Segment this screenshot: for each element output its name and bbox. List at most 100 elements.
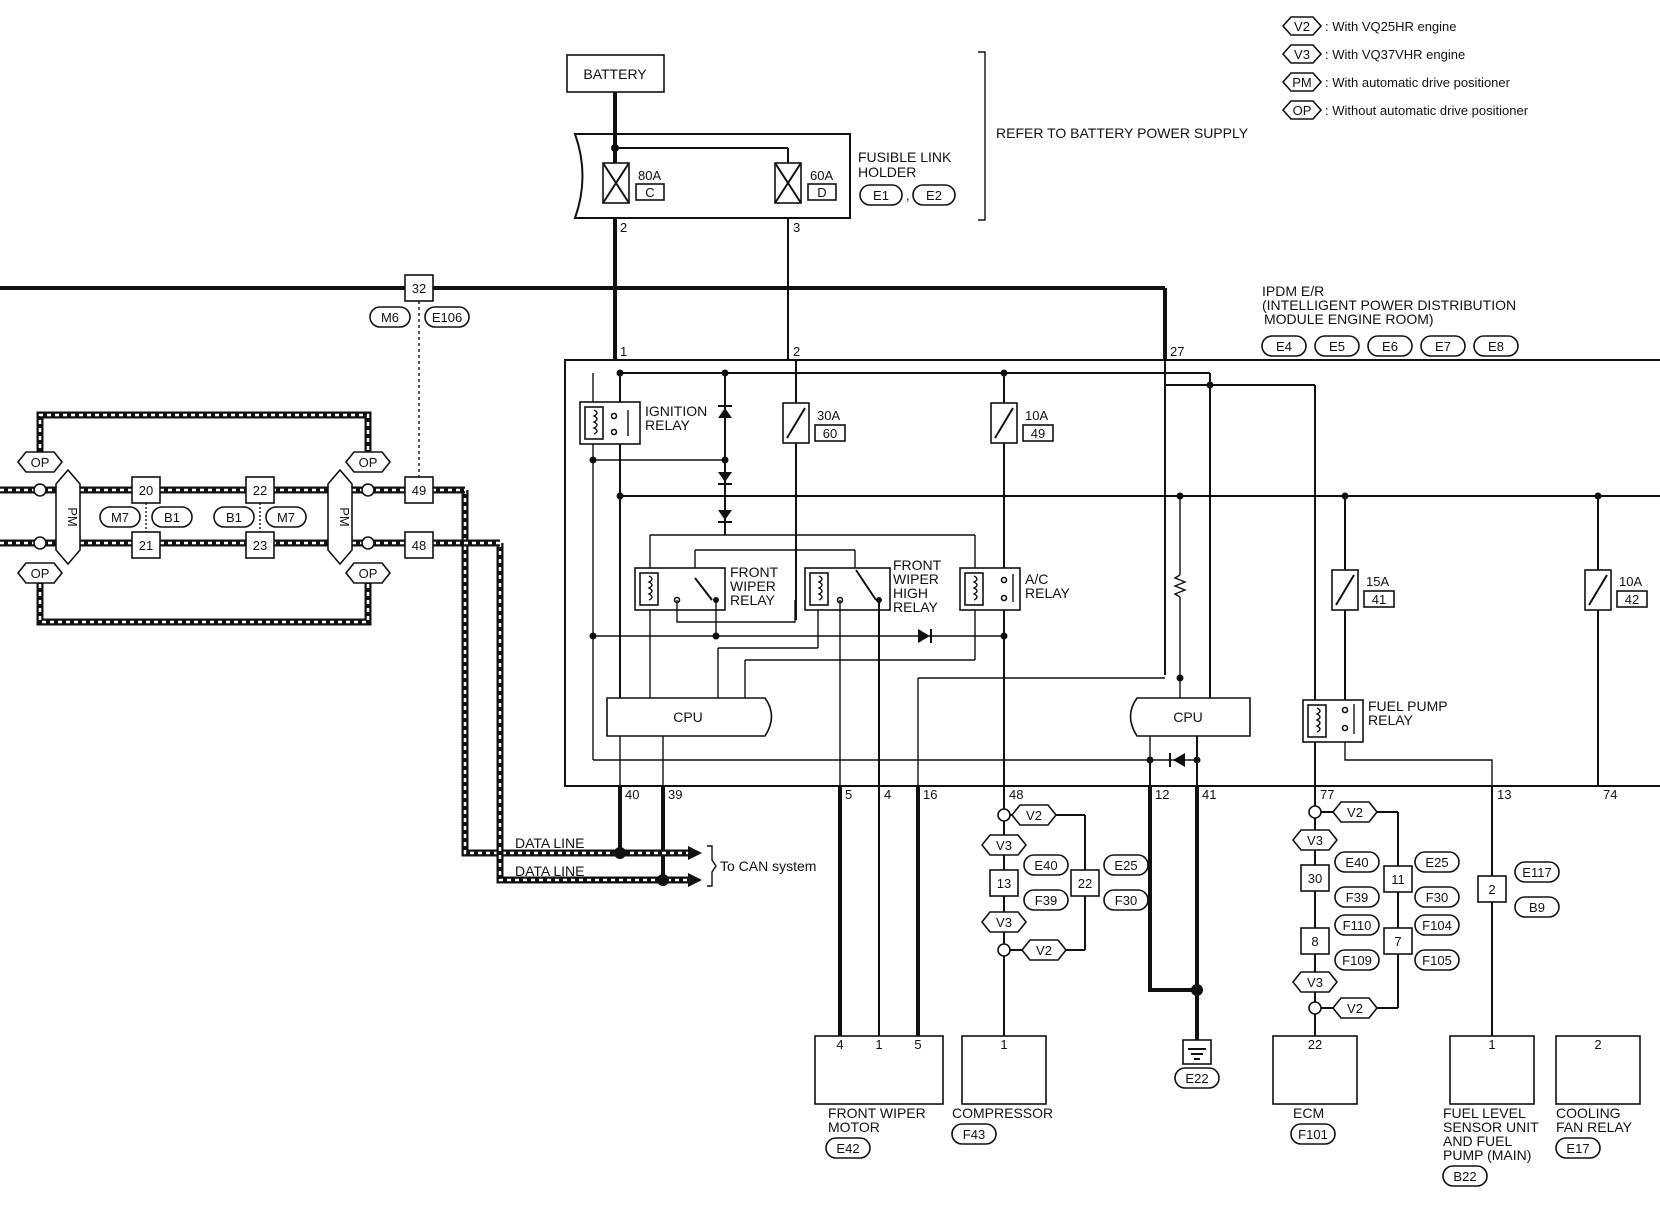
svg-text:11: 11 (1391, 872, 1405, 887)
svg-text:FRONT: FRONT (893, 557, 942, 573)
legend: V2 : With VQ25HR engine V3 : With VQ37VH… (1281, 16, 1529, 120)
svg-text:B1: B1 (164, 510, 180, 525)
svg-text:V3: V3 (996, 838, 1012, 853)
svg-text:,: , (906, 188, 910, 203)
svg-text:10A: 10A (1025, 408, 1048, 423)
svg-text:V3: V3 (1294, 47, 1310, 62)
svg-text:FAN RELAY: FAN RELAY (1556, 1119, 1633, 1135)
svg-text:13: 13 (997, 876, 1011, 891)
svg-text:4: 4 (836, 1037, 843, 1052)
svg-text:16: 16 (923, 787, 937, 802)
svg-text:27: 27 (1170, 344, 1184, 359)
svg-text:DATA LINE: DATA LINE (515, 835, 585, 851)
fusible-link-holder: 80A C 60A D FUSIBLE LINK HOLDER E1 , E2 … (573, 133, 956, 235)
svg-text:80A: 80A (638, 168, 661, 183)
svg-text:M7: M7 (277, 510, 295, 525)
svg-text:V2: V2 (1347, 1001, 1363, 1016)
svg-text:15A: 15A (1366, 574, 1389, 589)
svg-text:60: 60 (823, 426, 837, 441)
svg-text:74: 74 (1603, 787, 1617, 802)
svg-text:(INTELLIGENT POWER DISTRIBUTIO: (INTELLIGENT POWER DISTRIBUTION (1262, 297, 1516, 313)
svg-text:E40: E40 (1034, 858, 1057, 873)
svg-text:20: 20 (139, 483, 153, 498)
ipdm-label: IPDM E/R (INTELLIGENT POWER DISTRIBUTION… (1261, 283, 1519, 357)
svg-text:F110: F110 (1343, 918, 1372, 933)
svg-text:PM: PM (65, 507, 80, 527)
left-harness: OP OP OP OP PM PM 20 22 49 21 23 48 M7 (0, 411, 500, 626)
svg-text:B9: B9 (1529, 900, 1545, 915)
ipdm-bottom-pins: 40 39 5 4 16 48 12 41 77 13 74 (625, 787, 1617, 802)
svg-text:C: C (645, 185, 654, 200)
svg-text:RELAY: RELAY (730, 592, 776, 608)
svg-text:F109: F109 (1342, 953, 1372, 968)
svg-text:E106: E106 (432, 310, 462, 325)
svg-text:RELAY: RELAY (893, 599, 939, 615)
ground: E22 (1148, 786, 1220, 1089)
svg-text:PM: PM (1292, 75, 1312, 90)
compressor-branch: V2 V3 13 E40 F39 22 E25 F30 V3 V2 (980, 786, 1149, 1036)
svg-text:E25: E25 (1425, 855, 1448, 870)
svg-text:WIPER: WIPER (730, 578, 776, 594)
legend-item-v3: V3 : With VQ37VHR engine (1281, 44, 1465, 64)
svg-text:E1: E1 (873, 188, 889, 203)
svg-text:40: 40 (625, 787, 639, 802)
legend-item-v2: V2 : With VQ25HR engine (1281, 16, 1457, 36)
fuse-80a: 80A C (602, 162, 665, 204)
svg-text:60A: 60A (810, 168, 833, 183)
svg-text:F101: F101 (1298, 1127, 1328, 1142)
svg-text:CPU: CPU (673, 709, 703, 725)
svg-text:FUEL LEVEL: FUEL LEVEL (1443, 1105, 1526, 1121)
svg-text:F30: F30 (1426, 890, 1448, 905)
svg-text:48: 48 (1009, 787, 1023, 802)
svg-text:V2: V2 (1294, 19, 1310, 34)
svg-text:: With automatic drive positio: : With automatic drive positioner (1325, 75, 1511, 90)
svg-text:2: 2 (620, 220, 627, 235)
svg-text:F30: F30 (1115, 893, 1137, 908)
ac-relay: A/C RELAY (959, 567, 1071, 611)
cooling-fan-relay: 2 COOLING FAN RELAY E17 (1555, 1035, 1641, 1159)
svg-text:WIPER: WIPER (893, 571, 939, 587)
svg-text:V2: V2 (1347, 805, 1363, 820)
svg-text:2: 2 (793, 344, 800, 359)
refer-note: REFER TO BATTERY POWER SUPPLY (996, 125, 1249, 141)
svg-text:HIGH: HIGH (893, 585, 928, 601)
connector-32: 32 M6 E106 (369, 274, 470, 480)
svg-text:V2: V2 (1036, 943, 1052, 958)
svg-text:8: 8 (1311, 934, 1318, 949)
svg-text:OP: OP (31, 566, 50, 581)
svg-text:E2: E2 (926, 188, 942, 203)
svg-text:A/C: A/C (1025, 571, 1048, 587)
cpu-right: CPU (1129, 697, 1251, 737)
fuel-level-sensor-unit: 1 FUEL LEVEL SENSOR UNIT AND FUEL PUMP (… (1442, 1035, 1539, 1187)
svg-text:FUSIBLE LINK: FUSIBLE LINK (858, 149, 952, 165)
svg-text:41: 41 (1372, 592, 1386, 607)
svg-text:V3: V3 (1307, 833, 1323, 848)
svg-text:OP: OP (31, 455, 50, 470)
svg-text:22: 22 (253, 483, 267, 498)
svg-text:: With VQ37VHR engine: : With VQ37VHR engine (1325, 47, 1465, 62)
svg-text:E5: E5 (1329, 339, 1345, 354)
svg-text:MOTOR: MOTOR (828, 1119, 880, 1135)
svg-text:42: 42 (1625, 592, 1639, 607)
compressor: 1 COMPRESSOR F43 (951, 1035, 1053, 1145)
ipdm-box: IGNITION RELAY 30A 60 (564, 359, 1660, 787)
cpu-left: CPU (606, 697, 773, 737)
svg-text:7: 7 (1394, 934, 1401, 949)
ecm-branch: V2 V3 30 8 E40 F39 F110 F109 11 7 E25 F3… (1291, 786, 1460, 1036)
svg-text:10A: 10A (1619, 574, 1642, 589)
svg-text:B22: B22 (1453, 1169, 1476, 1184)
svg-text:4: 4 (884, 787, 891, 802)
svg-text:30: 30 (1308, 871, 1322, 886)
svg-text:OP: OP (359, 566, 378, 581)
svg-text:12: 12 (1155, 787, 1169, 802)
svg-text:To CAN system: To CAN system (720, 858, 816, 874)
svg-text:30A: 30A (817, 408, 840, 423)
svg-text:F39: F39 (1346, 890, 1368, 905)
svg-text:HOLDER: HOLDER (858, 164, 916, 180)
svg-text:22: 22 (1078, 876, 1092, 891)
svg-text:E42: E42 (836, 1141, 859, 1156)
svg-text:1: 1 (620, 344, 627, 359)
svg-text:M6: M6 (381, 310, 399, 325)
svg-text:V2: V2 (1026, 808, 1042, 823)
